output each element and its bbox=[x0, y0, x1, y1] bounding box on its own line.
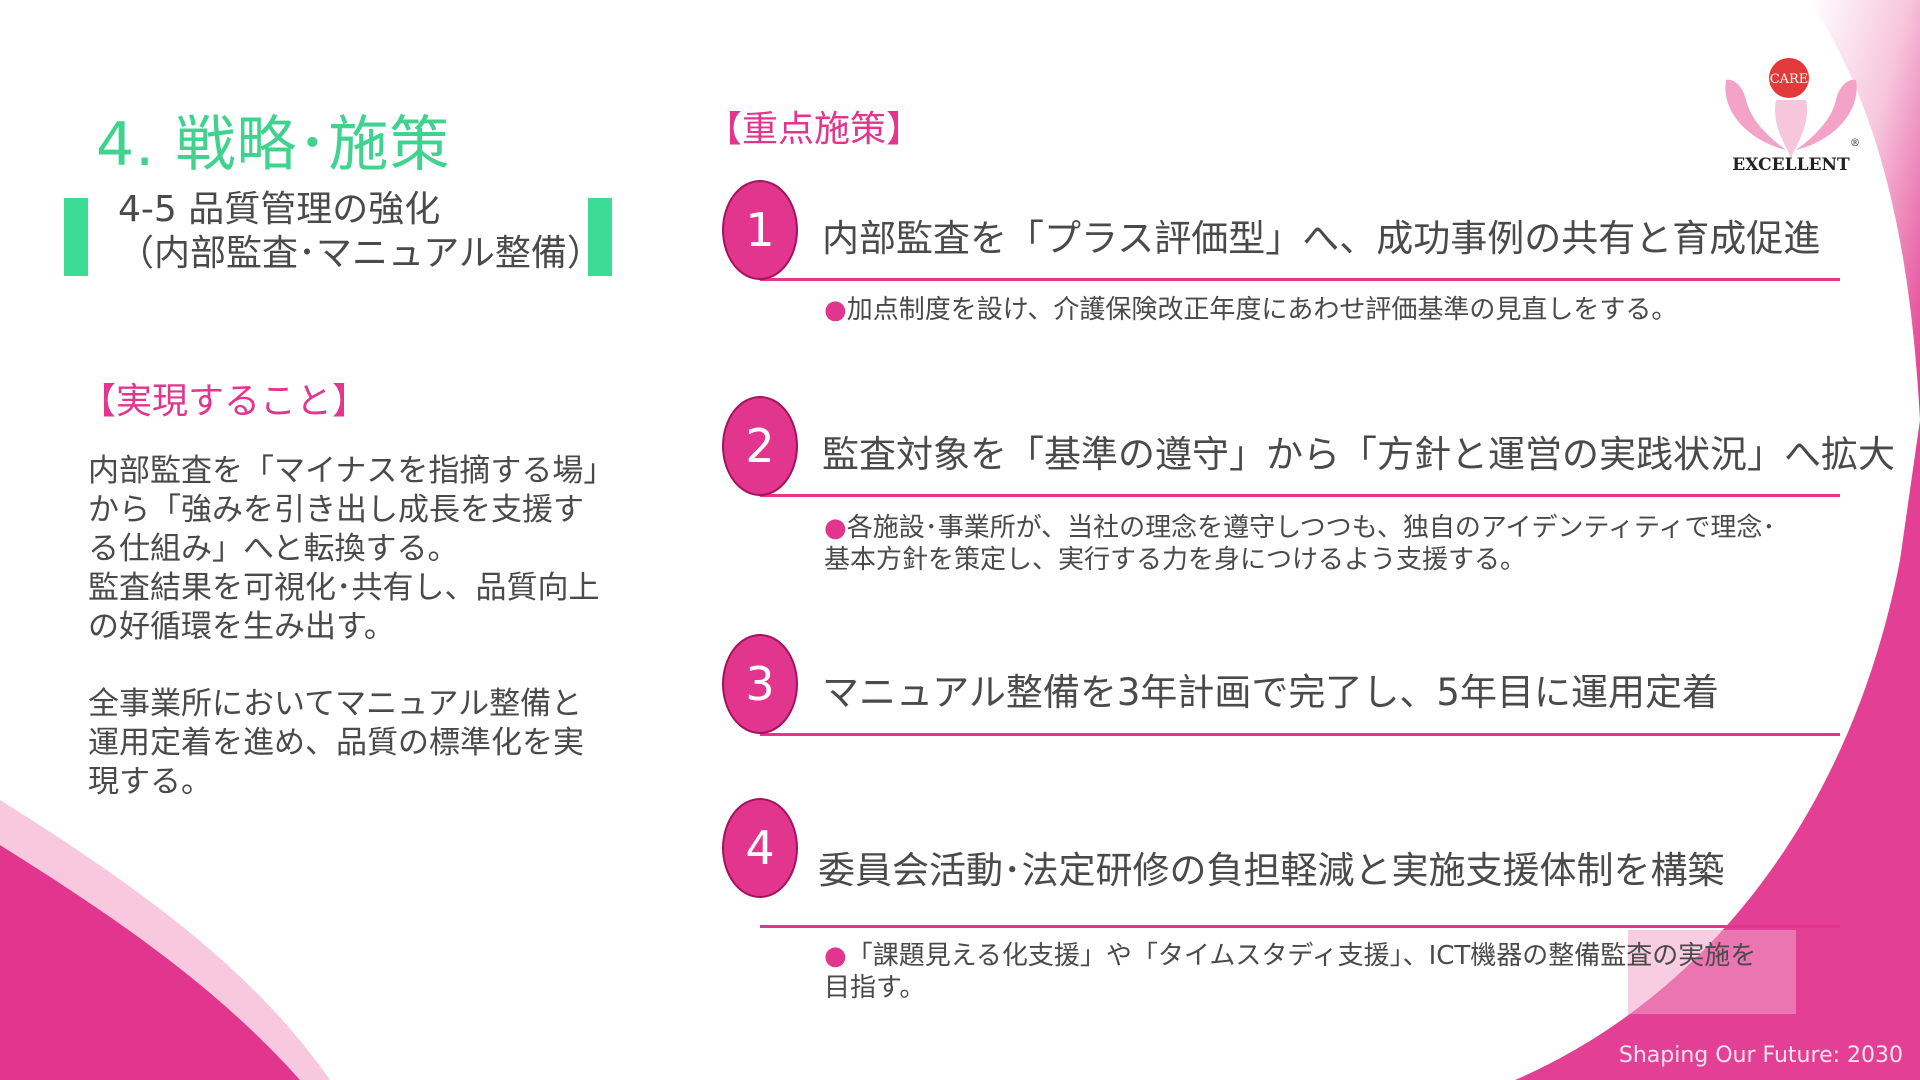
goals-text-line: る仕組み」へと転換する。 bbox=[88, 531, 459, 567]
subtitle-line-2: （内部監査･マニュアル整備） bbox=[118, 233, 603, 274]
measure-desc-1: ●加点制度を設け、介護保険改正年度にあわせ評価基準の見直しをする。 bbox=[824, 294, 1824, 326]
measure-desc-line: ●「課題見える化支援」や「タイムスタディ支援」、ICT機器の整備監査の実施を bbox=[824, 941, 1757, 971]
measure-title-2: 監査対象を「基準の遵守」から「方針と運営の実践状況」へ拡大 bbox=[822, 433, 1895, 476]
excellent-text: EXCELLENT bbox=[1732, 155, 1850, 175]
measure-title-3: マニュアル整備を3年計画で完了し、5年目に運用定着 bbox=[822, 671, 1719, 714]
measure-number-2: 2 bbox=[722, 396, 798, 496]
care-excellent-logo: CARE ® EXCELLENT bbox=[1725, 58, 1860, 175]
measure-number-3: 3 bbox=[722, 634, 798, 734]
measure-underline-4 bbox=[760, 925, 1840, 928]
bullet-dot: ● bbox=[824, 941, 847, 971]
measure-number-4: 4 bbox=[722, 798, 798, 898]
highlight-box bbox=[1628, 930, 1796, 1014]
footer-tagline: Shaping Our Future: 2030 bbox=[1618, 1043, 1903, 1068]
measure-number-1: 1 bbox=[722, 180, 798, 280]
goals-text-line: 現する。 bbox=[88, 764, 212, 800]
measure-underline-2 bbox=[760, 494, 1840, 497]
key-measures-heading: 【重点施策】 bbox=[706, 109, 923, 150]
goals-heading: 【実現すること】 bbox=[80, 381, 369, 422]
subtitle-line-1: 4-5 品質管理の強化 bbox=[118, 189, 441, 230]
right-hand-shape bbox=[1796, 79, 1857, 150]
bullet-dot: ● bbox=[824, 295, 847, 325]
measure-desc-4: ●「課題見える化支援」や「タイムスタディ支援」、ICT機器の整備監査の実施を 目… bbox=[824, 940, 1824, 1004]
bottom-left-wave bbox=[0, 845, 300, 1080]
care-badge-circle bbox=[1769, 58, 1809, 98]
goals-text-line: から「強みを引き出し成長を支援す bbox=[88, 492, 584, 528]
bottom-left-wave-light bbox=[0, 800, 330, 1080]
measure-desc-line: 基本方針を策定し、実行する力を身につけるよう支援する。 bbox=[824, 545, 1527, 575]
left-hand-shape bbox=[1725, 79, 1786, 150]
subtitle-right-bar bbox=[588, 198, 612, 276]
measure-desc-line: ●加点制度を設け、介護保険改正年度にあわせ評価基準の見直しをする。 bbox=[824, 295, 1678, 325]
goals-text-line: 全事業所においてマニュアル整備と bbox=[88, 686, 583, 722]
care-badge-text: CARE bbox=[1770, 72, 1809, 87]
subtitle: 4-5 品質管理の強化 （内部監査･マニュアル整備） bbox=[118, 188, 603, 276]
section-title: 4. 戦略･施策 bbox=[96, 110, 451, 180]
bullet-dot: ● bbox=[824, 513, 847, 543]
measure-title-1: 内部監査を「プラス評価型」へ、成功事例の共有と育成促進 bbox=[822, 217, 1821, 260]
measure-underline-1 bbox=[760, 278, 1840, 281]
bottom-right-wave bbox=[1515, 420, 1920, 1080]
goals-text-line: 運用定着を進め、品質の標準化を実 bbox=[88, 725, 584, 761]
goals-text-line: 内部監査を「マイナスを指摘する場」 bbox=[88, 453, 615, 489]
top-right-swoosh bbox=[1810, 0, 1920, 420]
registered-mark: ® bbox=[1850, 138, 1860, 149]
goals-text-line: の好循環を生み出す。 bbox=[88, 609, 395, 645]
measure-title-4: 委員会活動･法定研修の負担軽減と実施支援体制を構築 bbox=[818, 849, 1725, 892]
measure-desc-line: ●各施設･事業所が、当社の理念を遵守しつつも、独自のアイデンティティで理念･ bbox=[824, 513, 1776, 543]
measure-desc-line: 目指す。 bbox=[824, 973, 926, 1003]
measure-underline-3 bbox=[760, 733, 1840, 736]
goals-body: 内部監査を「マイナスを指摘する場」 から「強みを引き出し成長を支援す る仕組み」… bbox=[88, 452, 615, 802]
subtitle-left-bar bbox=[64, 198, 88, 276]
goals-text-line: 監査結果を可視化･共有し、品質向上 bbox=[88, 570, 600, 606]
center-drop-shape bbox=[1774, 100, 1808, 158]
measure-desc-2: ●各施設･事業所が、当社の理念を遵守しつつも、独自のアイデンティティで理念･ 基… bbox=[824, 512, 1824, 576]
